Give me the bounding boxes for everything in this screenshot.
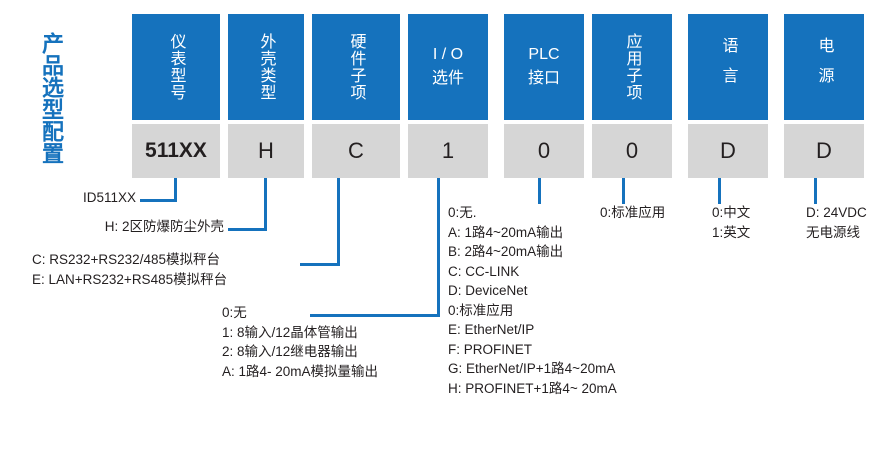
connector-line-hardware-vertical (337, 178, 340, 266)
column-header-io-label: I / O 选件 (431, 46, 464, 87)
column-header-plc: PLC 接口 (504, 14, 584, 120)
connector-line-language-vertical (718, 178, 721, 204)
column-header-application: 应用子项 (592, 14, 672, 120)
description-plc: 0:无. A: 1路4~20mA输出 B: 2路4~20mA输出 C: CC-L… (448, 205, 617, 396)
column-header-power-label: 电源 (815, 37, 833, 97)
connector-line-io-vertical (437, 178, 440, 317)
description-language: 0:中文 1:英文 (712, 205, 751, 240)
connector-line-enclosure-vertical (264, 178, 267, 231)
column-code-hardware[interactable]: C (312, 124, 400, 178)
connector-line-enclosure-horizontal (228, 228, 267, 231)
column-header-language: 语言 (688, 14, 768, 120)
connector-line-io-horizontal (310, 314, 440, 317)
column-header-plc-label: PLC 接口 (527, 46, 560, 87)
description-application: 0:标准应用 (600, 205, 666, 220)
column-header-enclosure: 外壳类型 (228, 14, 304, 120)
description-enclosure: H: 2区防爆防尘外壳 (104, 219, 224, 234)
column-header-enclosure-label: 外壳类型 (257, 33, 275, 101)
connector-line-plc-vertical (538, 178, 541, 204)
column-code-application[interactable]: 0 (592, 124, 672, 178)
connector-line-hardware-horizontal (300, 263, 340, 266)
column-header-hardware: 硬件子项 (312, 14, 400, 120)
column-header-io: I / O 选件 (408, 14, 488, 120)
description-model: ID511XX (82, 190, 136, 205)
connector-line-power-vertical (814, 178, 817, 204)
column-header-power: 电源 (784, 14, 864, 120)
column-header-hardware-label: 硬件子项 (347, 33, 365, 101)
column-code-io[interactable]: 1 (408, 124, 488, 178)
connector-line-application-vertical (622, 178, 625, 204)
page-title: 产品选型配置 (39, 32, 64, 164)
connector-line-model-horizontal (140, 199, 177, 202)
column-header-application-label: 应用子项 (623, 33, 641, 101)
column-code-language[interactable]: D (688, 124, 768, 178)
column-header-model: 仪表型号 (132, 14, 220, 120)
description-io: 0:无 1: 8输入/12晶体管输出 2: 8输入/12继电器输出 A: 1路4… (222, 305, 379, 379)
description-power: D: 24VDC 无电源线 (806, 205, 867, 240)
connector-line-model-vertical (174, 178, 177, 202)
column-header-language-label: 语言 (719, 37, 737, 97)
column-code-enclosure[interactable]: H (228, 124, 304, 178)
column-code-model[interactable]: 511XX (132, 124, 220, 178)
column-code-power[interactable]: D (784, 124, 864, 178)
description-hardware: C: RS232+RS232/485模拟秤台 E: LAN+RS232+RS48… (32, 252, 228, 287)
column-code-plc[interactable]: 0 (504, 124, 584, 178)
column-header-model-label: 仪表型号 (167, 33, 185, 101)
